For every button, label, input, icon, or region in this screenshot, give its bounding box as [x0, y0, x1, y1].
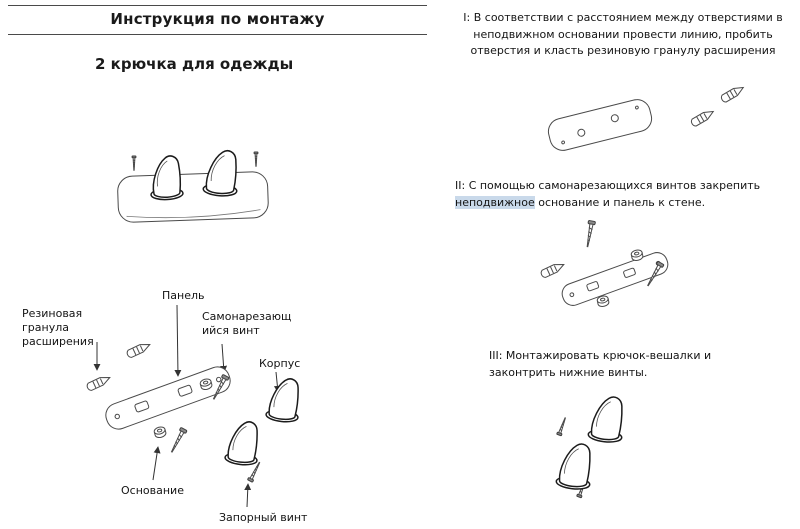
- page-title: Инструкция по монтажу: [110, 10, 325, 28]
- product-subtitle: 2 крючка для одежды: [95, 55, 294, 73]
- label-locking-screw: Запорный винт: [219, 511, 308, 524]
- step2-text-pre: II: С помощью самонарезающихся винтов за…: [455, 179, 761, 192]
- exploded-view-illustration: [85, 280, 303, 529]
- label-base: Основание: [121, 484, 184, 497]
- label-panel: Панель: [162, 289, 205, 302]
- step2-text: II: С помощью самонарезающихся винтов за…: [455, 178, 799, 211]
- step2-illustration: [539, 219, 672, 309]
- step2-text-post: основание и панель к стене.: [534, 195, 706, 209]
- assembled-hooks-illustration: [110, 148, 280, 233]
- label-body: Корпус: [259, 357, 301, 370]
- header-top-rule: [8, 5, 427, 6]
- step3-illustration: [554, 393, 627, 499]
- pointer-arrows: [93, 305, 281, 507]
- step1-text: I: В соответствии с расстоянием между от…: [463, 11, 783, 57]
- label-self-tapping-screw: Самонарезающийся винт: [202, 310, 292, 337]
- step1-illustration: [545, 83, 746, 154]
- header-bottom-rule: [8, 34, 427, 35]
- step3-text: III: Монтажировать крючок-вешалки и зако…: [489, 349, 712, 379]
- step2-text-highlight: неподвижное: [455, 195, 535, 209]
- label-rubber-granule: Резиновая гранула расширения: [22, 307, 94, 348]
